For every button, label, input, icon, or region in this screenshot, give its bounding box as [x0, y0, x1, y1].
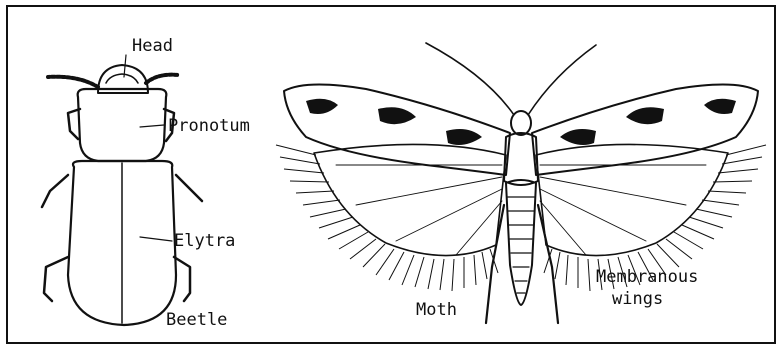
insect-diagram: Head Pronotum Elytra Beetle	[6, 5, 776, 344]
label-beetle: Beetle	[166, 310, 227, 330]
label-pronotum: Pronotum	[168, 116, 250, 136]
moth-head	[511, 111, 531, 135]
label-moth: Moth	[416, 300, 457, 320]
label-wings: wings	[612, 289, 663, 309]
label-elytra: Elytra	[174, 231, 235, 251]
diagram-frame: Head Pronotum Elytra Beetle	[6, 5, 776, 344]
label-head: Head	[132, 36, 173, 56]
label-membranous: Membranous	[596, 267, 698, 287]
